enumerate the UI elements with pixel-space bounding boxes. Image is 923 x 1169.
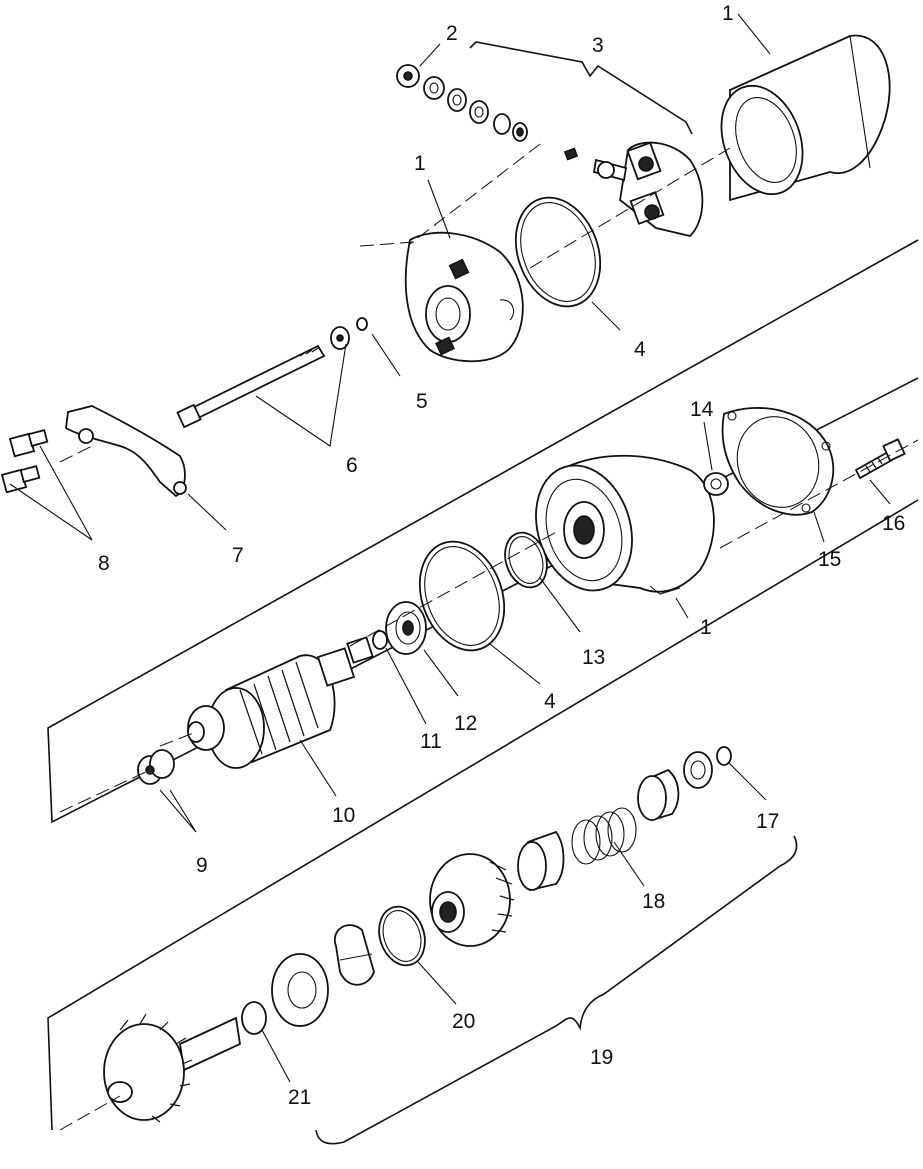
spring (571, 807, 637, 865)
o-ring-upper (514, 196, 602, 308)
callout-1-rear-cover: 1 (414, 152, 426, 175)
armature (187, 636, 374, 769)
brush-caps (137, 749, 175, 785)
callout-1-field-housing: 1 (722, 2, 734, 25)
small-o-ring-inner (508, 536, 544, 584)
callout-2: 2 (446, 22, 458, 45)
callout-1-front-housing: 1 (700, 616, 712, 639)
sleeve (517, 830, 565, 892)
callout-18: 18 (642, 890, 665, 913)
ring-20 (378, 905, 426, 967)
ring-20-inner (382, 910, 422, 962)
thrust-plate (271, 953, 329, 1027)
front-housing (535, 454, 715, 595)
bearing-inner (395, 611, 421, 645)
front-washer-hole (710, 478, 722, 490)
housing-bolt (854, 438, 906, 480)
collar (683, 751, 713, 789)
clutch-gear (429, 853, 515, 947)
callout-labels: 1 2 3 1 4 5 6 7 8 14 16 15 1 13 4 12 11 … (98, 2, 905, 1109)
callout-6: 6 (346, 454, 358, 477)
bearing-bore (402, 620, 414, 636)
callout-16: 16 (882, 512, 905, 535)
washer-stack (396, 64, 528, 142)
callout-10: 10 (332, 804, 355, 827)
callout-4-lower: 4 (544, 690, 556, 713)
o-ring-lower-inner (424, 546, 500, 646)
callout-5: 5 (416, 390, 428, 413)
gasket-plate (721, 407, 835, 516)
mounting-bracket (65, 405, 187, 498)
bracket-bolts (0, 429, 49, 494)
split-collar (333, 924, 375, 986)
snap-ring (372, 630, 388, 650)
nut-17 (716, 746, 732, 766)
centre-lines (59, 143, 919, 1131)
front-washer (703, 472, 729, 496)
callout-9: 9 (196, 854, 208, 877)
callout-12: 12 (454, 712, 477, 735)
callout-13: 13 (582, 646, 605, 669)
through-bolts (176, 326, 350, 429)
o-ring-upper-inner (520, 202, 596, 302)
callout-17: 17 (756, 810, 779, 833)
callout-11: 11 (420, 730, 442, 753)
callout-15: 15 (818, 548, 841, 571)
leader-lines (9, 13, 891, 1083)
callout-7: 7 (232, 544, 244, 567)
callout-20: 20 (452, 1010, 475, 1033)
retainer-21 (241, 1001, 267, 1035)
pinion-shaft (103, 1013, 241, 1123)
callout-4-upper: 4 (634, 338, 646, 361)
field-housing (720, 34, 891, 202)
callout-19: 19 (590, 1046, 613, 1069)
bushing (637, 768, 680, 822)
callout-3: 3 (592, 34, 604, 57)
brush-holder-assembly (563, 141, 704, 237)
callout-21: 21 (288, 1086, 311, 1109)
callout-14: 14 (690, 398, 714, 421)
o-ring-lower (418, 540, 506, 652)
small-washer (356, 317, 368, 331)
callout-8: 8 (98, 552, 110, 575)
rear-end-cover (404, 231, 524, 363)
